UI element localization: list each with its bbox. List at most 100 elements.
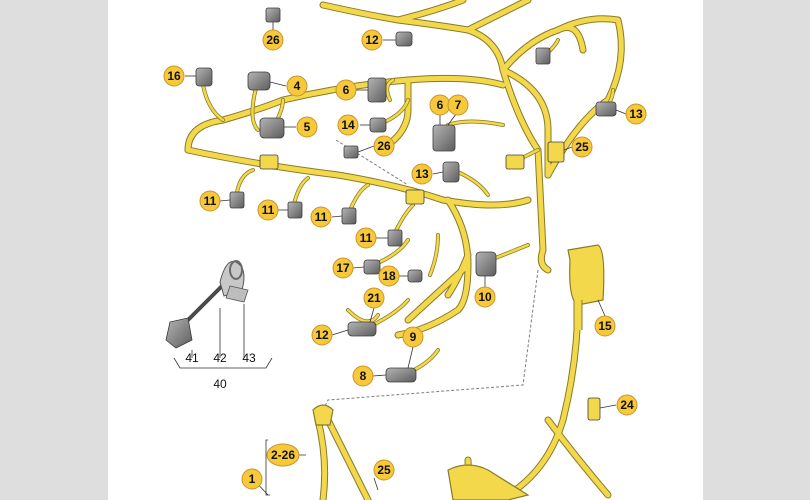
connector-8 (385, 367, 417, 383)
connector-11-b (287, 201, 303, 219)
svg-text:7: 7 (455, 98, 462, 112)
svg-text:4: 4 (294, 79, 301, 93)
callout-6-left: 6 (335, 79, 357, 101)
callout-12-lower: 12 (311, 324, 333, 346)
callout-6-mid: 6 (429, 94, 451, 116)
clip-top-mid (505, 154, 525, 170)
svg-text:8: 8 (360, 369, 367, 383)
sensor-sublabels: 41 42 43 40 (185, 351, 256, 391)
svg-text:18: 18 (382, 269, 396, 283)
connector-14 (369, 117, 387, 133)
callout-25-bottom: 25 (373, 459, 395, 481)
callout-1: 1 (241, 468, 263, 490)
callout-11-d: 11 (355, 227, 377, 249)
svg-text:24: 24 (620, 398, 634, 412)
svg-text:13: 13 (415, 167, 429, 181)
label-43: 43 (242, 351, 256, 365)
connector-10 (475, 251, 497, 277)
lower-connector (447, 464, 530, 500)
callout-8: 8 (352, 365, 374, 387)
connector-17 (363, 259, 381, 275)
lower-loom-clip (312, 404, 334, 426)
connector-5 (259, 117, 285, 139)
callout-2-26: 2-26 (266, 443, 300, 467)
callout-5: 5 (296, 116, 318, 138)
callout-4: 4 (286, 75, 308, 97)
svg-text:15: 15 (598, 319, 612, 333)
svg-text:11: 11 (315, 210, 328, 224)
label-40: 40 (213, 377, 227, 391)
leader-lines (185, 22, 627, 491)
connector-13-right (595, 101, 617, 117)
svg-text:12: 12 (365, 33, 379, 47)
sensor-assembly-40 (165, 260, 249, 349)
callout-26-top: 26 (262, 29, 284, 51)
label-42: 42 (213, 351, 227, 365)
connector-13-mid (442, 161, 460, 183)
svg-text:25: 25 (377, 463, 391, 477)
svg-text:9: 9 (410, 330, 417, 344)
left-margin (0, 0, 108, 500)
svg-text:21: 21 (367, 291, 381, 305)
connector-16 (195, 67, 213, 87)
clip-top-upper (535, 47, 551, 65)
svg-text:13: 13 (629, 107, 643, 121)
callout-21: 21 (363, 287, 385, 309)
callout-14: 14 (337, 114, 359, 136)
callout-26-mid: 26 (373, 135, 395, 157)
svg-text:6: 6 (437, 98, 444, 112)
svg-text:17: 17 (336, 261, 350, 275)
svg-text:11: 11 (360, 231, 373, 245)
svg-text:25: 25 (575, 140, 589, 154)
clip-left-mid (259, 154, 279, 170)
svg-text:26: 26 (266, 33, 280, 47)
wiring-harness-diagram: 26 12 16 4 6 5 14 6 7 13 26 25 (163, 0, 647, 500)
connector-26-top (265, 7, 281, 23)
svg-text:11: 11 (204, 194, 217, 208)
main-connector-15 (567, 244, 605, 330)
callout-25-mid: 25 (571, 136, 593, 158)
wiring-diagram-page: 26 12 16 4 6 5 14 6 7 13 26 25 (108, 0, 703, 500)
connector-25-mid (547, 141, 565, 163)
svg-text:5: 5 (304, 120, 311, 134)
connector-11-c (341, 207, 357, 225)
connector-6-7 (432, 124, 456, 152)
callout-13-right: 13 (625, 103, 647, 125)
connector-6-left (367, 77, 387, 103)
harness-wires (184, 0, 625, 500)
callout-17: 17 (332, 257, 354, 279)
svg-text:16: 16 (167, 69, 181, 83)
connector-18 (407, 269, 423, 283)
label-41: 41 (185, 351, 199, 365)
connector-12-lower (347, 321, 377, 337)
callout-11-b: 11 (257, 199, 279, 221)
callout-9: 9 (402, 326, 424, 348)
svg-text:6: 6 (343, 83, 350, 97)
callout-11-a: 11 (199, 190, 221, 212)
connector-11-d (387, 229, 403, 247)
connector-12-top (395, 31, 413, 47)
right-margin (703, 0, 810, 500)
svg-text:2-26: 2-26 (271, 448, 295, 462)
callout-18: 18 (378, 265, 400, 287)
callout-13-mid: 13 (411, 163, 433, 185)
connectors (195, 7, 617, 421)
callout-10: 10 (474, 286, 496, 308)
callout-16: 16 (163, 65, 185, 87)
svg-text:1: 1 (249, 472, 256, 486)
svg-text:26: 26 (377, 139, 391, 153)
callout-11-c: 11 (310, 206, 332, 228)
sensor-sublabel-lines (173, 304, 273, 369)
callout-12-top: 12 (361, 29, 383, 51)
connector-24 (587, 397, 601, 421)
callout-24: 24 (616, 394, 638, 416)
connector-11-a (229, 191, 245, 209)
svg-text:12: 12 (315, 328, 329, 342)
svg-text:14: 14 (341, 118, 355, 132)
connector-26-mid (343, 145, 359, 159)
callout-15: 15 (594, 315, 616, 337)
svg-text:10: 10 (478, 290, 492, 304)
clip-mid (405, 189, 425, 205)
callout-7: 7 (447, 94, 469, 116)
connector-4 (247, 71, 271, 91)
